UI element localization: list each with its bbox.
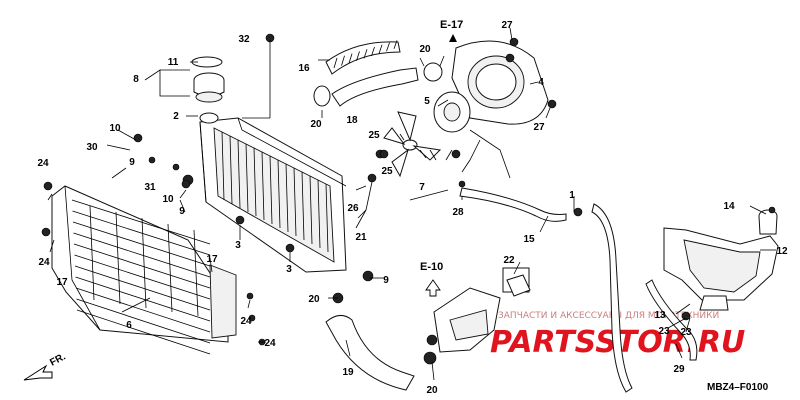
callout-27: 27 xyxy=(501,20,513,31)
callout-13: 13 xyxy=(654,310,666,321)
callout-9: 9 xyxy=(179,206,185,217)
callout-3: 3 xyxy=(286,264,292,275)
callout-26: 26 xyxy=(347,203,359,214)
callout-17: 17 xyxy=(206,254,218,265)
lower-hose xyxy=(325,315,415,391)
callout-24: 24 xyxy=(38,257,50,268)
callout-3: 3 xyxy=(235,240,241,251)
callout-9: 9 xyxy=(383,275,389,286)
callout-5: 5 xyxy=(424,96,430,107)
e17-arrow-icon xyxy=(449,34,457,42)
fan-shroud xyxy=(433,40,549,179)
fan-blade xyxy=(383,111,442,178)
callout-23: 23 xyxy=(658,326,670,337)
callout-10: 10 xyxy=(109,123,121,134)
radiator-shroud xyxy=(51,185,237,355)
callout-24: 24 xyxy=(264,338,276,349)
diagram-code: MBZ4–F0100 xyxy=(707,382,769,393)
callout-16: 16 xyxy=(298,63,310,74)
callout-23: 23 xyxy=(680,327,692,338)
callout-20: 20 xyxy=(419,44,431,55)
callout-21: 21 xyxy=(355,232,367,243)
callout-19: 19 xyxy=(342,367,354,378)
callout-8: 8 xyxy=(133,74,139,85)
callout-18: 18 xyxy=(346,115,358,126)
callout-numbers: 1233456789991010111213141516171718192020… xyxy=(37,20,788,396)
fasteners xyxy=(41,33,776,365)
callout-14: 14 xyxy=(723,201,735,212)
siphon-hose xyxy=(459,187,698,393)
callout-30: 30 xyxy=(86,142,98,153)
e10-label: E-10 xyxy=(420,261,443,273)
callout-32: 32 xyxy=(238,34,250,45)
callout-6: 6 xyxy=(126,320,132,331)
e10-arrow-icon xyxy=(425,279,441,297)
callout-24: 24 xyxy=(240,316,252,327)
callout-28: 28 xyxy=(452,207,464,218)
front-arrow-icon xyxy=(23,364,53,381)
callout-25: 25 xyxy=(381,166,393,177)
section-ref-e17: E-17 xyxy=(440,19,463,42)
callout-25: 25 xyxy=(368,130,380,141)
callout-1: 1 xyxy=(569,190,575,201)
callout-20: 20 xyxy=(426,385,438,396)
callout-12: 12 xyxy=(776,246,788,257)
callout-9: 9 xyxy=(129,157,135,168)
callout-27: 27 xyxy=(533,122,545,133)
front-direction-indicator: FR. xyxy=(23,351,68,381)
callout-31: 31 xyxy=(144,182,156,193)
callout-11: 11 xyxy=(168,57,179,68)
callout-17: 17 xyxy=(56,277,68,288)
callout-15: 15 xyxy=(523,234,535,245)
section-ref-e10: E-10 xyxy=(420,261,443,297)
water-pipe xyxy=(433,267,531,353)
e17-label: E-17 xyxy=(440,19,463,31)
radiator-cap xyxy=(191,56,225,103)
callout-20: 20 xyxy=(310,119,322,130)
front-label: FR. xyxy=(48,351,68,368)
radiator-core xyxy=(199,112,347,273)
callout-22: 22 xyxy=(503,255,515,266)
callout-20: 20 xyxy=(308,294,320,305)
upper-hose xyxy=(313,40,443,107)
callout-24: 24 xyxy=(37,158,49,169)
callout-10: 10 xyxy=(162,194,174,205)
callout-29: 29 xyxy=(673,364,685,375)
callout-2: 2 xyxy=(173,111,179,122)
leader-lines xyxy=(47,27,776,381)
watermark-caption: ЗАПЧАСТИ И АКСЕССУАРЫ ДЛЯ МОТОТЕХНИКИ xyxy=(498,311,719,321)
reserve-tank xyxy=(663,209,779,311)
callout-4: 4 xyxy=(538,77,544,88)
callout-7: 7 xyxy=(419,182,425,193)
